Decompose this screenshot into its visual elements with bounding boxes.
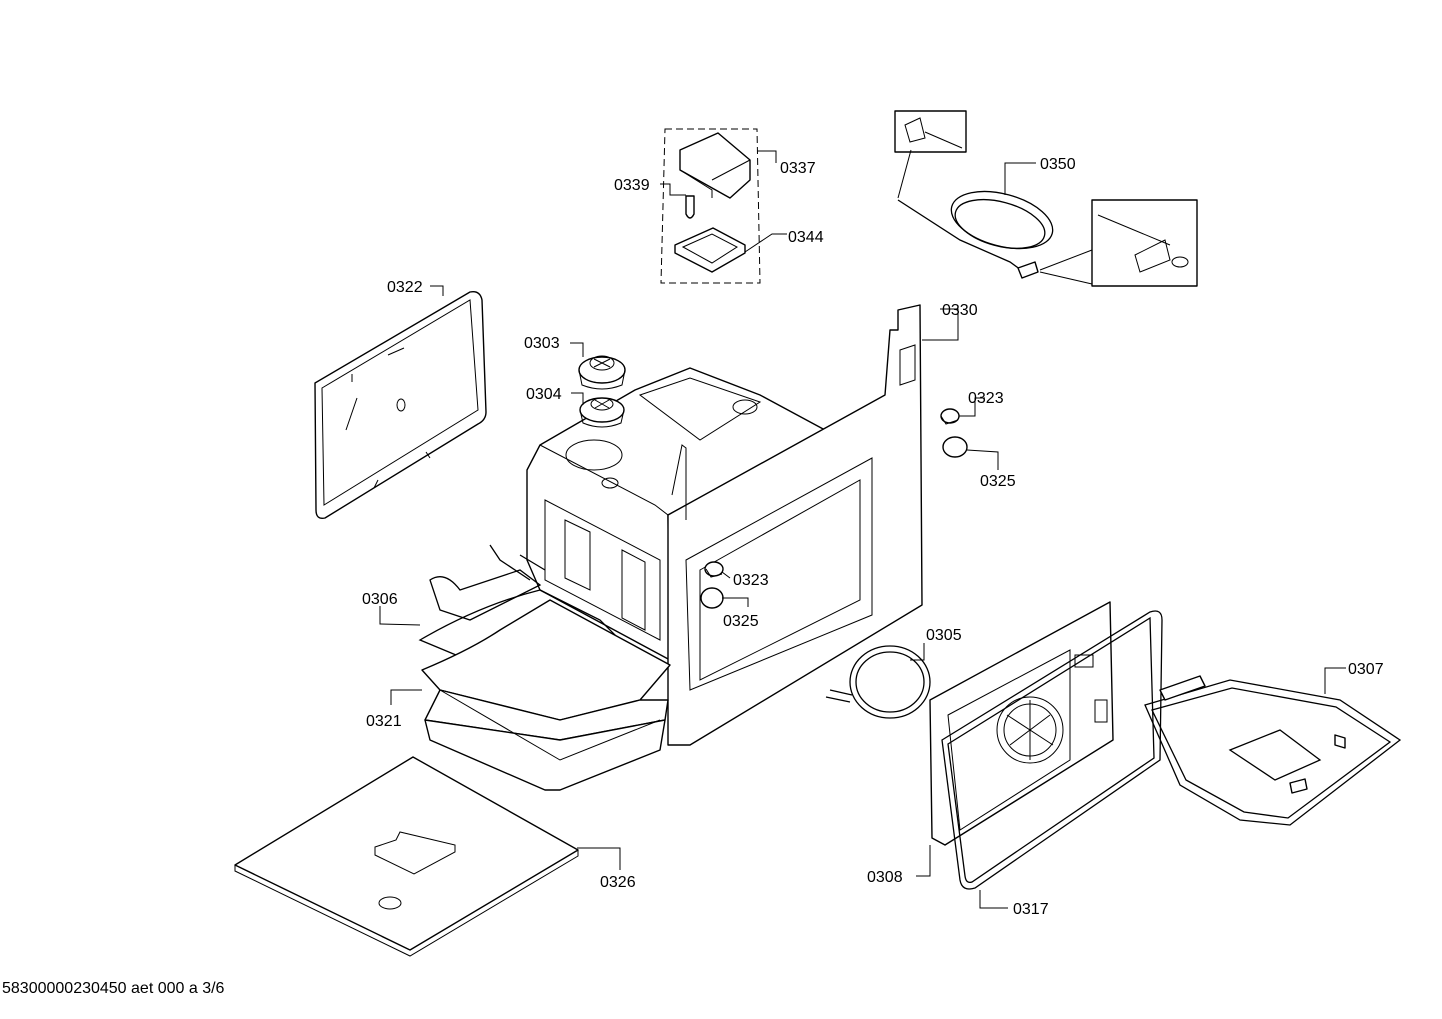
part-labels: 0322 0303 0304 0337 0339 0344 0350 0330 … — [362, 156, 1384, 918]
label-0350: 0350 — [1040, 156, 1076, 173]
gasket-0317 — [941, 610, 1163, 890]
lamp-holder-0323-mid — [704, 561, 724, 578]
temperature-sensor-0350 — [894, 110, 1198, 287]
fan-cap-0304 — [579, 397, 625, 428]
label-0330: 0330 — [942, 302, 978, 319]
label-0326: 0326 — [600, 874, 636, 891]
lamp-cover-0325-top — [942, 436, 968, 458]
label-0337: 0337 — [780, 160, 816, 177]
bottom-plate-0326 — [234, 756, 579, 957]
label-0308: 0308 — [867, 869, 903, 886]
lamp-cover-0325-mid — [700, 587, 724, 609]
oven-cavity — [526, 304, 923, 746]
label-0305: 0305 — [926, 627, 962, 644]
label-0322: 0322 — [387, 279, 423, 296]
top-heater-0307 — [1144, 675, 1402, 826]
label-0304: 0304 — [526, 386, 562, 403]
document-code: 58300000230450 aet 000 a 3/6 — [2, 980, 225, 997]
liner-0321 — [421, 599, 671, 791]
lamp-assembly-0337 — [660, 128, 761, 284]
rear-panel-0322 — [314, 290, 487, 520]
leader-lines — [379, 150, 1346, 909]
ring-heater-0305 — [825, 645, 931, 719]
fan-cap-0303 — [578, 355, 626, 390]
label-0323-mid: 0323 — [733, 572, 769, 589]
label-0303: 0303 — [524, 335, 560, 352]
label-0325-mid: 0325 — [723, 613, 759, 630]
label-0317: 0317 — [1013, 901, 1049, 918]
label-0306: 0306 — [362, 591, 398, 608]
label-0321: 0321 — [366, 713, 402, 730]
lamp-holder-0323-top — [940, 408, 960, 425]
label-0339: 0339 — [614, 177, 650, 194]
label-0323-top: 0323 — [968, 390, 1004, 407]
label-0307: 0307 — [1348, 661, 1384, 678]
label-0344: 0344 — [788, 229, 824, 246]
label-0325-top: 0325 — [980, 473, 1016, 490]
